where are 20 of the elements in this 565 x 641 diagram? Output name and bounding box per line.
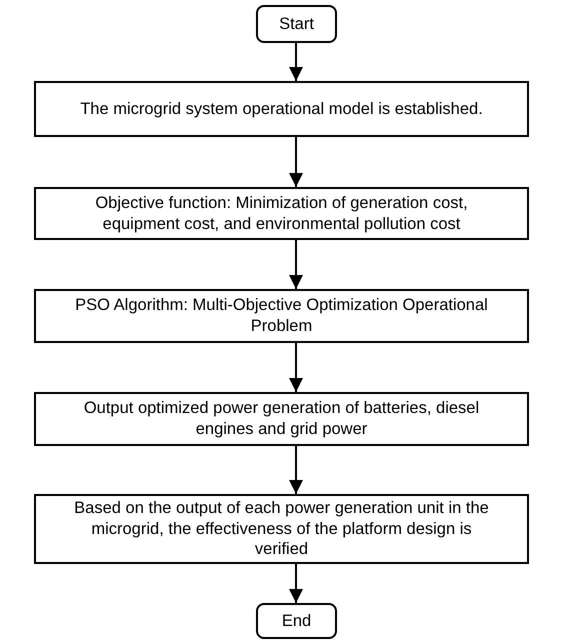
process-box — [34, 81, 529, 137]
arrow — [289, 446, 303, 494]
terminal-box — [256, 5, 337, 43]
arrow — [289, 43, 303, 81]
arrow — [289, 564, 303, 603]
box-text: The microgrid system operational model is established. — [80, 98, 483, 120]
arrow — [289, 137, 303, 187]
process-box — [34, 289, 529, 343]
box-text: PSO Algorithm: Multi-Objective Optimization Operational Problem — [74, 295, 489, 337]
arrow — [289, 240, 303, 289]
process-box — [34, 187, 529, 240]
box-text: Objective function: Minimization of generation cost, equipment cost, and environmental pollution cost — [94, 192, 469, 234]
box-text: Start — [279, 14, 314, 34]
box-text: End — [282, 610, 312, 632]
box-text: Output optimized power generation of batteries, diesel engines and grid power — [82, 398, 480, 440]
process-box — [34, 494, 529, 564]
arrow — [289, 343, 303, 392]
terminal-box — [256, 603, 337, 639]
process-box — [34, 392, 529, 446]
box-text: Based on the output of each power generation unit in the microgrid, the effectiveness of the platform design is verified — [73, 498, 490, 560]
